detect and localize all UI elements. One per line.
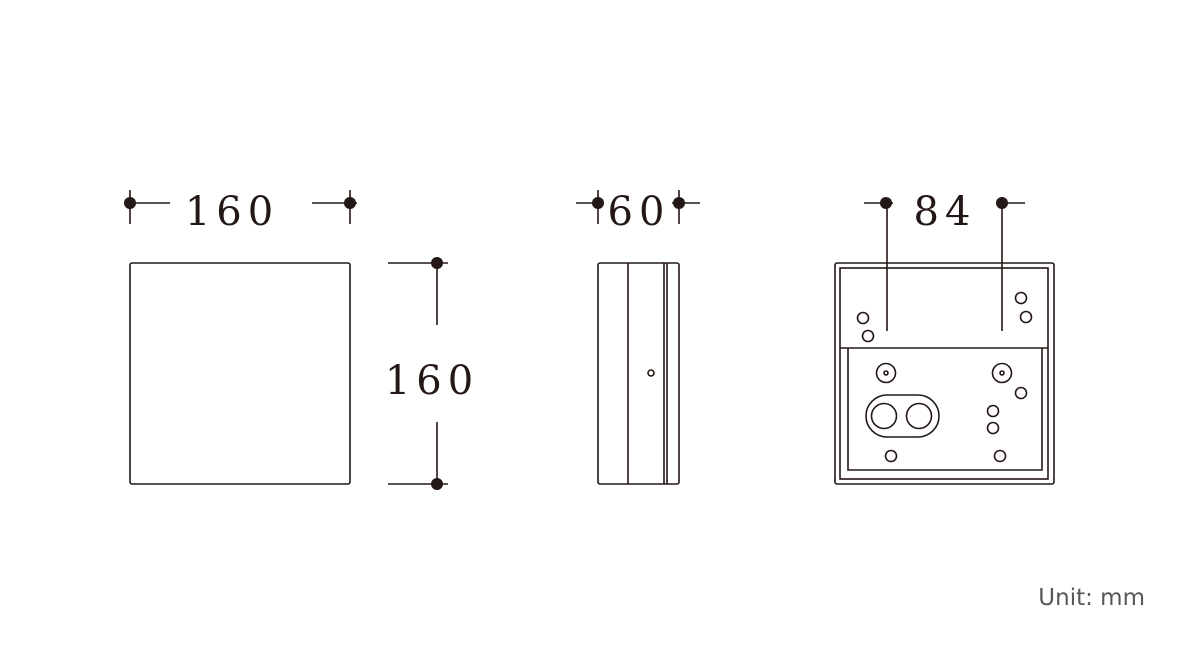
front-height-label: 160 — [385, 358, 479, 404]
side-depth-label: 60 — [608, 189, 671, 235]
unit-label: Unit: mm — [1038, 585, 1145, 611]
front-view: 160 160 — [124, 189, 479, 490]
back-view: 84 — [834, 189, 1055, 485]
side-view: 60 — [576, 189, 700, 485]
back-spacing-label: 84 — [914, 189, 977, 235]
front-width-label: 160 — [185, 189, 279, 235]
